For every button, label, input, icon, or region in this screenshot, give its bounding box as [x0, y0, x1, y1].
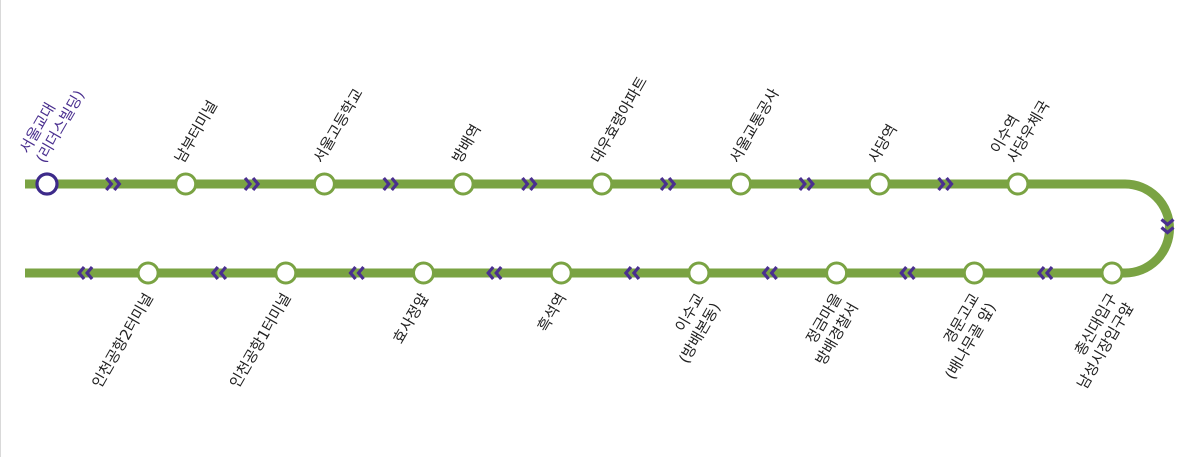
direction-arrow-icon	[486, 265, 503, 281]
station-marker[interactable]	[729, 172, 752, 196]
direction-arrow-icon	[659, 176, 677, 192]
station-marker[interactable]	[687, 261, 711, 285]
station-label: 흑석역	[534, 290, 570, 335]
station-label: 인천공항1터미널	[226, 290, 295, 391]
direction-arrow-icon	[761, 265, 778, 281]
station-marker[interactable]	[174, 172, 198, 196]
station-label-line: 남부터미널	[171, 97, 221, 166]
direction-arrow-icon	[899, 265, 916, 281]
station-marker[interactable]	[274, 261, 298, 285]
direction-arrow-icon	[382, 176, 399, 192]
station-marker[interactable]	[962, 261, 986, 285]
station-label-line: 서울고등학교	[310, 85, 367, 166]
station-label: 효사정앞	[389, 290, 432, 347]
station-label: 서울고등학교	[310, 85, 367, 166]
station-marker[interactable]	[451, 172, 475, 196]
station-marker[interactable]	[312, 172, 336, 196]
station-label: 남부터미널	[171, 97, 221, 166]
route-line	[25, 179, 1174, 278]
left-edge-divider	[0, 0, 1, 457]
stations-layer	[35, 172, 1124, 285]
station-label: 서울교통공사	[726, 85, 783, 166]
direction-arrows-layer	[77, 176, 1175, 281]
station-label-line: 방배역	[448, 121, 484, 166]
station-label: 사당역	[865, 121, 901, 166]
station-marker[interactable]	[136, 261, 160, 285]
direction-arrow-icon	[77, 265, 94, 281]
current-station-marker[interactable]	[35, 172, 59, 196]
station-label-line: 흑석역	[534, 290, 570, 335]
direction-arrow-icon	[348, 265, 365, 281]
station-marker[interactable]	[825, 261, 849, 285]
station-marker[interactable]	[412, 261, 435, 285]
station-marker[interactable]	[867, 172, 891, 196]
station-label: 서울교대(리더스빌딩)	[16, 87, 88, 166]
station-label-line: 사당역	[865, 121, 901, 166]
direction-arrow-icon	[1036, 265, 1054, 281]
direction-arrow-icon	[521, 176, 538, 192]
direction-arrow-icon	[623, 265, 641, 281]
station-label-line: 인천공항1터미널	[226, 290, 295, 391]
station-label: 방배역	[448, 121, 484, 166]
direction-arrow-icon	[798, 176, 815, 192]
station-marker[interactable]	[590, 172, 614, 196]
station-label-line: 인천공항2터미널	[88, 290, 157, 391]
station-label-line: 대우효령아파트	[587, 73, 651, 166]
station-label: 대우효령아파트	[587, 73, 651, 166]
route-line-layer	[25, 179, 1174, 278]
station-label: 경문고교(배나무골 앞)	[940, 290, 1000, 383]
station-label: 인천공항2터미널	[88, 290, 157, 391]
station-marker[interactable]	[1100, 261, 1124, 285]
direction-arrow-icon	[210, 265, 228, 281]
station-marker[interactable]	[549, 261, 573, 285]
station-labels-layer: 서울교대(리더스빌딩) 남부터미널 서울고등학교 방배역 대우효령아파트 서울교통공사 사당…	[16, 73, 1138, 392]
direction-arrow-icon	[105, 176, 122, 192]
station-label-line: 효사정앞	[389, 290, 432, 347]
station-marker[interactable]	[1006, 172, 1030, 196]
direction-arrow-icon	[243, 176, 261, 192]
station-label: 이수교(방배본동)	[672, 290, 725, 366]
direction-arrow-icon	[937, 176, 954, 192]
station-label-line: 서울교통공사	[726, 85, 783, 166]
direction-arrow-icon	[1160, 218, 1175, 235]
